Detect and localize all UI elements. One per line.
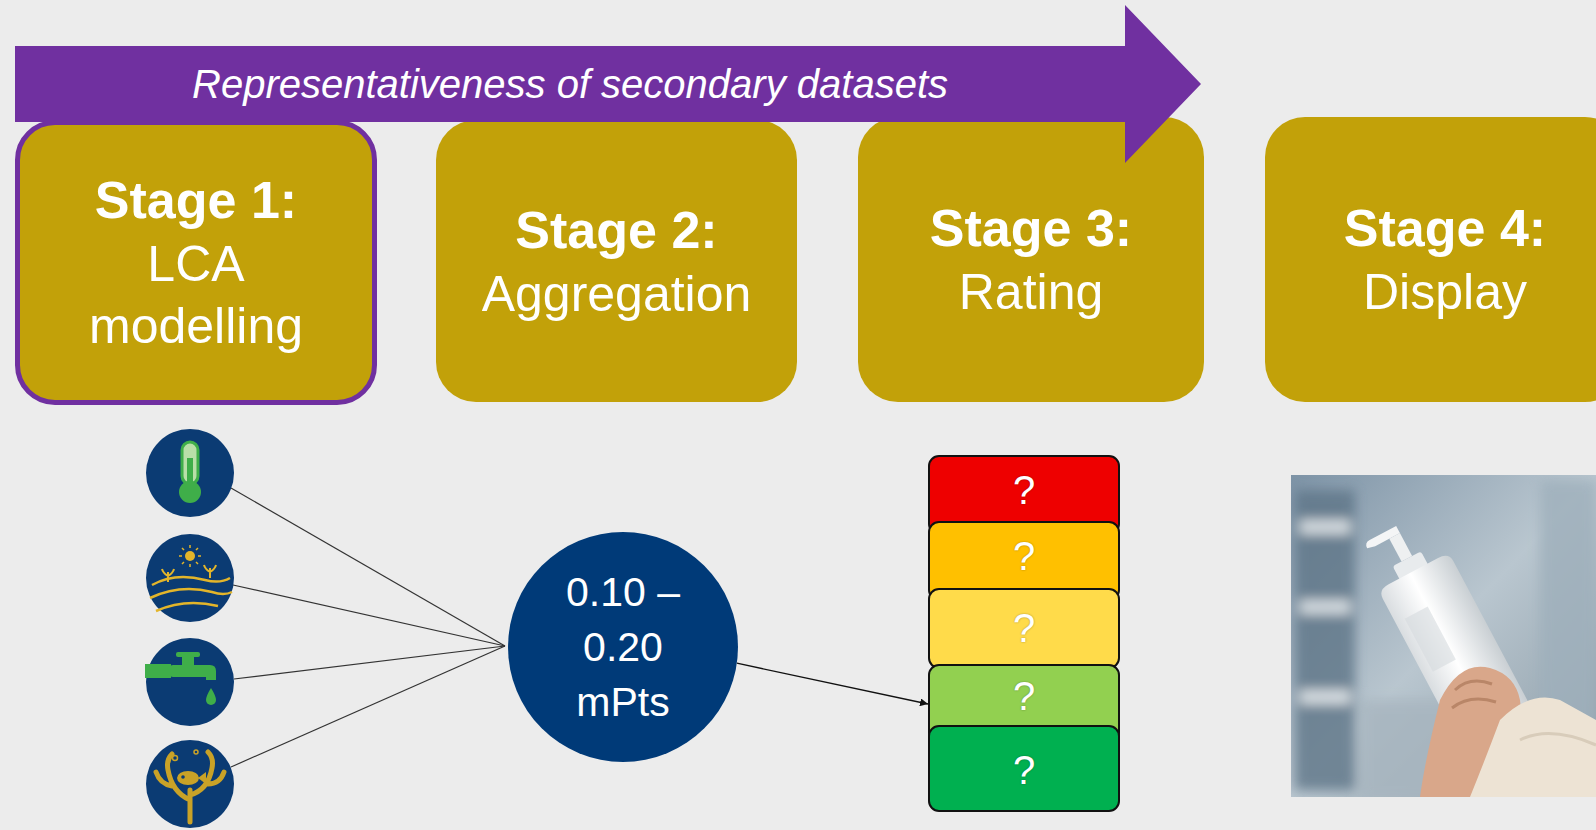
process-arrow-band: Representativeness of secondary datasets xyxy=(15,5,1201,163)
rating-mark: ? xyxy=(930,534,1118,578)
stage-box: Stage 1:LCA modelling xyxy=(15,120,377,405)
rating-box: ? xyxy=(928,588,1120,669)
marine-icon xyxy=(146,740,234,828)
climate-icon xyxy=(146,429,234,517)
rating-mark: ? xyxy=(930,674,1118,718)
stage-name: LCA modelling xyxy=(71,233,321,357)
stage-name: Display xyxy=(1363,261,1527,323)
stage-box: Stage 4:Display xyxy=(1265,117,1596,402)
stage-box: Stage 3:Rating xyxy=(858,117,1204,402)
stage-name: Aggregation xyxy=(482,263,752,325)
leader-lines xyxy=(231,488,505,767)
score-value: 0.10 – 0.20 mPts xyxy=(548,565,698,730)
product-photo xyxy=(1291,475,1596,800)
stage-name: Rating xyxy=(959,261,1104,323)
rating-mark: ? xyxy=(930,748,1118,792)
score-circle: 0.10 – 0.20 mPts xyxy=(508,532,738,762)
connector-arrow xyxy=(737,663,928,704)
stage-box: Stage 2:Aggregation xyxy=(436,120,797,402)
stage-heading: Stage 4: xyxy=(1344,196,1546,261)
stage-heading: Stage 2: xyxy=(515,198,717,263)
band-label: Representativeness of secondary datasets xyxy=(15,46,1125,122)
rating-mark: ? xyxy=(930,606,1118,650)
water-icon xyxy=(145,638,234,726)
stage-heading: Stage 1: xyxy=(95,168,297,233)
circle-fill xyxy=(508,532,738,762)
rating-mark: ? xyxy=(930,468,1118,512)
rating-box: ? xyxy=(928,725,1120,812)
land-use-icon xyxy=(146,534,234,622)
stage-heading: Stage 3: xyxy=(930,196,1132,261)
